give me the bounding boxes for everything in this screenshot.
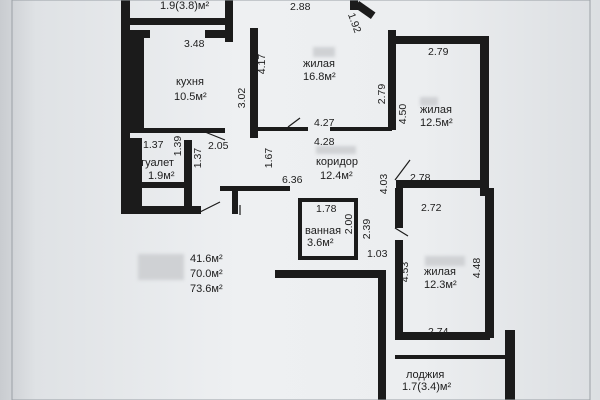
dim-6.36: 6.36 — [282, 174, 303, 186]
dim-4.27: 4.27 — [314, 117, 335, 129]
kitchen-name: кухня — [176, 76, 204, 88]
total-area-2: 70.0м² — [190, 268, 223, 280]
dim-3.48: 3.48 — [184, 38, 205, 50]
dim-4.53: 4.53 — [399, 261, 412, 283]
living2-name: жилая — [420, 104, 452, 116]
dim-2.05: 2.05 — [208, 140, 229, 152]
dim-2.74: 2.74 — [428, 326, 449, 338]
living3-area: 12.3м² — [424, 279, 457, 291]
kitchen-area: 10.5м² — [174, 91, 207, 103]
dim-2.79b: 2.79 — [376, 83, 389, 105]
dim-2.00: 2.00 — [343, 213, 356, 235]
living1-area: 16.8м² — [303, 71, 336, 83]
toilet-name: туалет — [140, 157, 174, 169]
dim-1.03: 1.03 — [367, 248, 388, 260]
dim-1.78: 1.78 — [316, 203, 337, 215]
dim-4.28: 4.28 — [314, 136, 335, 148]
dim-3.02: 3.02 — [236, 87, 249, 109]
dim-2.39: 2.39 — [361, 218, 374, 240]
corridor-name: коридор — [316, 156, 358, 168]
dim-2.79a: 2.79 — [428, 46, 449, 58]
dim-4.03: 4.03 — [378, 173, 391, 195]
bath-name: ванная — [305, 225, 342, 237]
dim-1.67: 1.67 — [263, 147, 276, 169]
dim-4.17: 4.17 — [256, 53, 269, 75]
door-lines — [199, 117, 411, 237]
redacted-label — [316, 146, 356, 154]
loggia-name: лоджия — [406, 369, 445, 381]
bath-area: 3.6м² — [307, 237, 334, 249]
total-area-3: 73.6м² — [190, 283, 223, 295]
walls — [121, 0, 515, 400]
total-area-1: 41.6м² — [190, 253, 223, 265]
redacted-label — [420, 97, 438, 106]
redacted-label — [425, 256, 465, 266]
loggia-area: 1.7(3.4)м² — [402, 381, 452, 393]
dim-4.48: 4.48 — [471, 257, 484, 279]
living1-name: жилая — [303, 58, 335, 70]
living2-area: 12.5м² — [420, 117, 453, 129]
redacted-label — [313, 47, 335, 57]
dim-1.39: 1.39 — [172, 135, 185, 157]
living3-name: жилая — [424, 266, 456, 278]
corridor-area: 12.4м² — [320, 170, 353, 182]
dim-2.78: 2.78 — [410, 172, 431, 184]
toilet-area: 1.9м² — [148, 170, 175, 182]
dim-1.37a: 1.37 — [143, 139, 164, 151]
top-room-area: 1.9(3.8)м² — [160, 0, 210, 12]
dim-2.88: 2.88 — [290, 1, 311, 13]
dim-2.72: 2.72 — [421, 202, 442, 214]
redacted-label — [138, 254, 184, 280]
dim-4.50: 4.50 — [397, 103, 410, 125]
dim-1.37b: 1.37 — [192, 147, 205, 169]
